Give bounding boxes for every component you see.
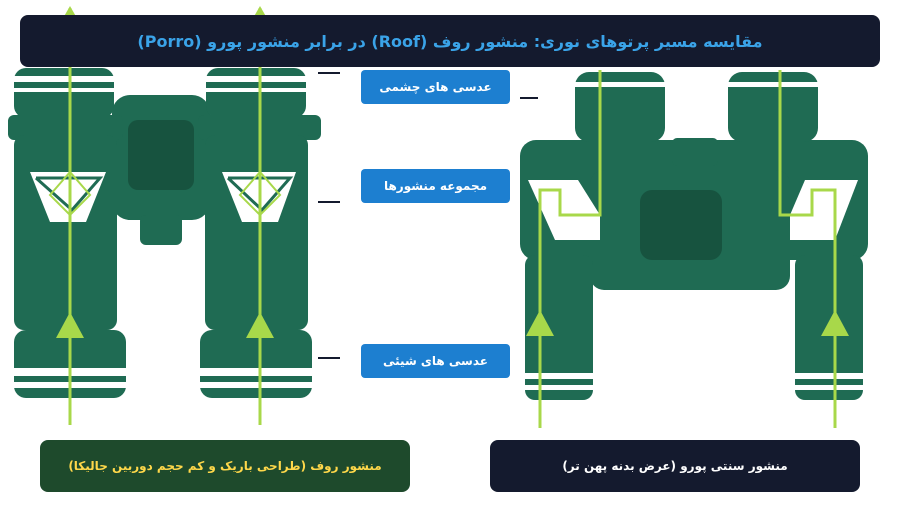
label-objectives: عدسی های شیئی — [361, 344, 510, 378]
caption-porro: منشور سنتی پورو (عرض بدنه پهن تر) — [490, 440, 860, 492]
label-prisms: مجموعه منشورها — [361, 169, 510, 203]
porro-binocular — [520, 70, 868, 428]
leader-lines — [318, 72, 538, 359]
porro-light-path — [538, 70, 837, 428]
up-arrow-icon — [526, 310, 554, 336]
roof-left-barrel — [8, 68, 126, 398]
roof-binocular — [8, 6, 321, 425]
up-arrow-icon — [821, 310, 849, 336]
caption-roof: منشور روف (طراحی باریک و کم حجم دوربین ج… — [40, 440, 410, 492]
roof-light-path — [48, 8, 282, 425]
up-arrow-icon — [56, 312, 84, 338]
up-arrow-icon — [246, 312, 274, 338]
page-title: مقایسه مسیر پرتوهای نوری: منشور روف (Roo… — [20, 15, 880, 67]
label-eyepieces: عدسی های چشمی — [361, 70, 510, 104]
